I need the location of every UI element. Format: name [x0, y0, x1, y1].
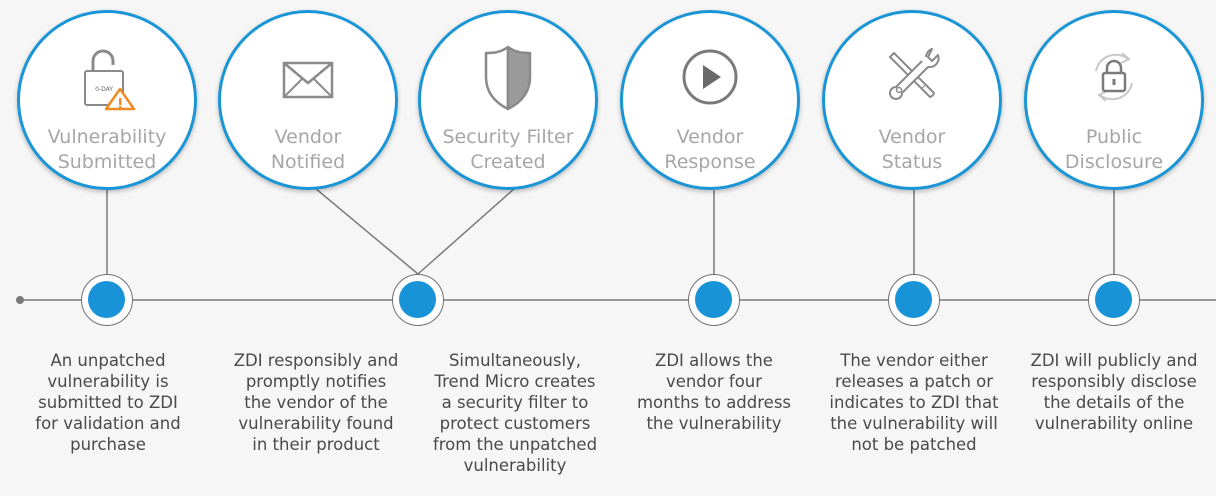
- timeline-node-4: [888, 274, 940, 326]
- stage-circle-security-filter-created: Security Filter Created: [418, 10, 598, 190]
- padlock-refresh-icon: [1082, 41, 1146, 113]
- unlocked-padlock-warning-icon: 0-DAY: [75, 41, 139, 113]
- svg-text:0-DAY: 0-DAY: [95, 86, 113, 93]
- stage-title: Public Disclosure: [1064, 126, 1164, 173]
- wrench-screwdriver-icon: [880, 41, 944, 113]
- shield-icon: [476, 41, 540, 113]
- stage-circle-vendor-status: Vendor Status: [822, 10, 1002, 190]
- timeline-node-3: [688, 274, 740, 326]
- timeline-node-1: [81, 274, 133, 326]
- stage-title: Vulnerability Submitted: [47, 126, 167, 173]
- stage-description-4: ZDI allows the vendor four months to add…: [636, 351, 792, 433]
- stage-description-6: ZDI will publicly and responsibly disclo…: [1030, 351, 1198, 433]
- play-button-icon: [678, 41, 742, 113]
- stage-title: Vendor Response: [664, 126, 756, 173]
- stage-description-3: Simultaneously, Trend Micro creates a se…: [432, 351, 598, 475]
- stage-circle-vendor-notified: Vendor Notified: [218, 10, 398, 190]
- stage-circle-public-disclosure: Public Disclosure: [1024, 10, 1204, 190]
- timeline-node-2: [392, 274, 444, 326]
- stage-description-5: The vendor either releases a patch or in…: [829, 351, 999, 454]
- stage-circle-vulnerability-submitted: 0-DAY Vulnerability Submitted: [17, 10, 197, 190]
- stage-description-2: ZDI responsibly and promptly notifies th…: [233, 351, 399, 454]
- stage-title: Security Filter Created: [442, 126, 574, 173]
- timeline-start-dot: [16, 296, 24, 304]
- envelope-icon: [276, 41, 340, 113]
- connector-2: [314, 187, 419, 275]
- timeline-node-5: [1088, 274, 1140, 326]
- connector-3: [417, 187, 516, 275]
- stage-description-1: An unpatched vulnerability is submitted …: [35, 351, 181, 454]
- stage-title: Vendor Notified: [270, 126, 346, 173]
- stage-title: Vendor Status: [878, 126, 946, 173]
- stage-circle-vendor-response: Vendor Response: [620, 10, 800, 190]
